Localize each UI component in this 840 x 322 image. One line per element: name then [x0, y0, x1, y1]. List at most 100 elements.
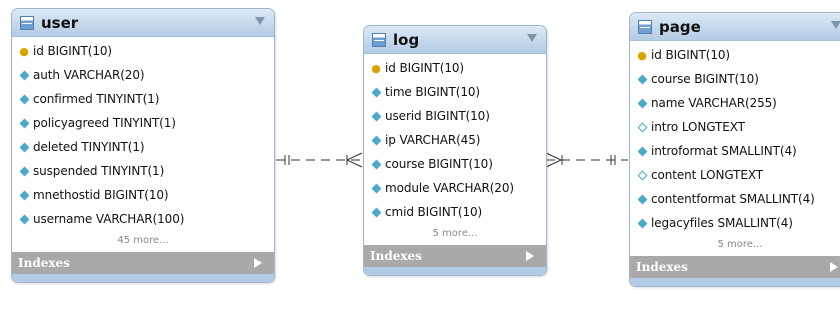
column-name: name VARCHAR(255): [651, 96, 777, 110]
table-title: user: [41, 13, 79, 32]
column-icon: [17, 94, 31, 104]
column-name: time BIGINT(10): [385, 85, 480, 99]
column-icon: [369, 111, 383, 121]
column-row[interactable]: ● id BIGINT(10): [12, 39, 274, 63]
column-icon: [369, 183, 383, 193]
column-icon: [17, 166, 31, 176]
indexes-section[interactable]: Indexes: [630, 256, 840, 278]
column-name: username VARCHAR(100): [33, 212, 185, 226]
column-row[interactable]: cmid BIGINT(10): [364, 200, 546, 224]
more-columns-label[interactable]: 5 more...: [717, 239, 763, 250]
table-log[interactable]: log ● id BIGINT(10) time BIGINT(10) userid …: [363, 25, 547, 276]
column-icon: [17, 142, 31, 152]
indexes-label: Indexes: [636, 260, 688, 274]
table-footer: [630, 278, 840, 286]
column-icon: [17, 214, 31, 224]
collapse-arrow-icon[interactable]: [255, 17, 265, 25]
column-row[interactable]: auth VARCHAR(20): [12, 63, 274, 87]
column-row[interactable]: mnethostid BIGINT(10): [12, 183, 274, 207]
column-row[interactable]: confirmed TINYINT(1): [12, 87, 274, 111]
column-row[interactable]: userid BIGINT(10): [364, 104, 546, 128]
column-icon: [635, 146, 649, 156]
crowfoot-marker: [345, 152, 363, 168]
table-header[interactable]: user: [12, 9, 274, 37]
column-row[interactable]: intro LONGTEXT: [630, 115, 840, 139]
expand-arrow-icon[interactable]: [254, 258, 262, 268]
indexes-section[interactable]: Indexes: [12, 252, 274, 274]
nullable-column-icon: [635, 122, 649, 132]
column-icon: [17, 70, 31, 80]
relationship-page-log[interactable]: [545, 152, 628, 168]
table-page[interactable]: page ● id BIGINT(10) course BIGINT(10) name…: [629, 12, 840, 287]
collapse-arrow-icon[interactable]: [527, 34, 537, 42]
column-name: suspended TINYINT(1): [33, 164, 165, 178]
column-name: course BIGINT(10): [385, 157, 493, 171]
table-user[interactable]: user ● id BIGINT(10) auth VARCHAR(20) confi…: [11, 8, 275, 283]
column-list: ● id BIGINT(10) course BIGINT(10) name VARC…: [630, 41, 840, 235]
column-row[interactable]: course BIGINT(10): [630, 67, 840, 91]
table-title: log: [393, 30, 420, 49]
table-footer: [364, 267, 546, 275]
column-row[interactable]: content LONGTEXT: [630, 163, 840, 187]
column-row[interactable]: contentformat SMALLINT(4): [630, 187, 840, 211]
column-icon: [369, 159, 383, 169]
column-row[interactable]: suspended TINYINT(1): [12, 159, 274, 183]
column-row[interactable]: ● id BIGINT(10): [364, 56, 546, 80]
table-icon: [638, 19, 652, 34]
primary-key-icon: ●: [19, 44, 29, 58]
column-icon: [635, 218, 649, 228]
column-name: ip VARCHAR(45): [385, 133, 481, 147]
column-name: intro LONGTEXT: [651, 120, 745, 134]
expand-arrow-icon[interactable]: [830, 262, 838, 272]
more-columns-label[interactable]: 45 more...: [117, 235, 169, 246]
column-name: id BIGINT(10): [651, 48, 731, 62]
table-title: page: [659, 17, 701, 36]
table-header[interactable]: log: [364, 26, 546, 54]
column-icon: [635, 74, 649, 84]
column-list: ● id BIGINT(10) time BIGINT(10) userid BIGI…: [364, 54, 546, 224]
primary-key-icon: ●: [371, 61, 381, 75]
column-row[interactable]: ip VARCHAR(45): [364, 128, 546, 152]
column-row[interactable]: deleted TINYINT(1): [12, 135, 274, 159]
column-name: auth VARCHAR(20): [33, 68, 145, 82]
column-name: id BIGINT(10): [33, 44, 113, 58]
column-name: course BIGINT(10): [651, 72, 759, 86]
column-name: userid BIGINT(10): [385, 109, 490, 123]
column-list: ● id BIGINT(10) auth VARCHAR(20) confirmed …: [12, 37, 274, 231]
indexes-label: Indexes: [370, 249, 422, 263]
column-name: cmid BIGINT(10): [385, 205, 483, 219]
column-row[interactable]: ● id BIGINT(10): [630, 43, 840, 67]
column-name: contentformat SMALLINT(4): [651, 192, 815, 206]
column-row[interactable]: course BIGINT(10): [364, 152, 546, 176]
column-row[interactable]: username VARCHAR(100): [12, 207, 274, 231]
column-name: policyagreed TINYINT(1): [33, 116, 176, 130]
column-row[interactable]: introformat SMALLINT(4): [630, 139, 840, 163]
table-footer: [12, 274, 274, 282]
column-name: deleted TINYINT(1): [33, 140, 145, 154]
column-row[interactable]: module VARCHAR(20): [364, 176, 546, 200]
collapse-arrow-icon[interactable]: [831, 21, 840, 29]
column-name: confirmed TINYINT(1): [33, 92, 160, 106]
column-name: id BIGINT(10): [385, 61, 465, 75]
column-row[interactable]: policyagreed TINYINT(1): [12, 111, 274, 135]
column-name: legacyfiles SMALLINT(4): [651, 216, 793, 230]
indexes-section[interactable]: Indexes: [364, 245, 546, 267]
primary-key-icon: ●: [637, 48, 647, 62]
column-name: mnethostid BIGINT(10): [33, 188, 169, 202]
relationship-user-log[interactable]: [276, 152, 363, 168]
indexes-label: Indexes: [18, 256, 70, 270]
column-icon: [369, 87, 383, 97]
expand-arrow-icon[interactable]: [526, 251, 534, 261]
more-columns-label[interactable]: 5 more...: [432, 228, 478, 239]
nullable-column-icon: [635, 170, 649, 180]
column-icon: [369, 207, 383, 217]
column-row[interactable]: legacyfiles SMALLINT(4): [630, 211, 840, 235]
column-row[interactable]: time BIGINT(10): [364, 80, 546, 104]
crowfoot-marker: [545, 152, 563, 168]
column-row[interactable]: name VARCHAR(255): [630, 91, 840, 115]
column-name: module VARCHAR(20): [385, 181, 514, 195]
table-header[interactable]: page: [630, 13, 840, 41]
column-icon: [635, 98, 649, 108]
column-icon: [17, 190, 31, 200]
